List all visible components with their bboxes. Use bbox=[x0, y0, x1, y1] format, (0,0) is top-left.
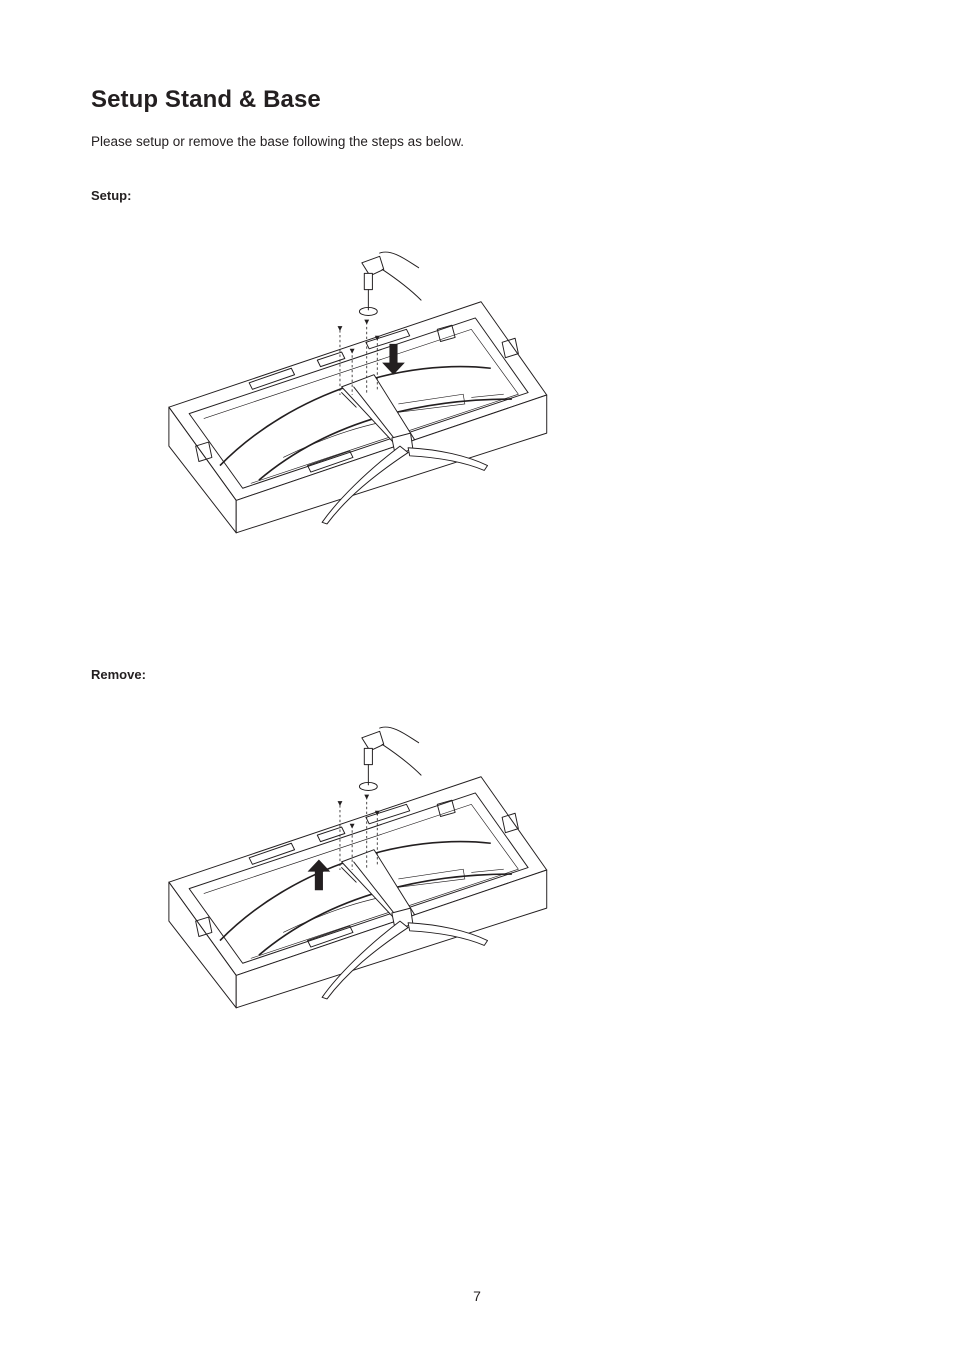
arrow-up-icon bbox=[307, 859, 331, 891]
page-title: Setup Stand & Base bbox=[91, 86, 321, 113]
screw-guides bbox=[337, 794, 380, 870]
foam-packaging-tray bbox=[168, 776, 548, 1009]
screwdriver-hand-icon bbox=[358, 251, 422, 317]
setup-heading: Setup: bbox=[91, 188, 132, 203]
remove-heading: Remove: bbox=[91, 667, 146, 682]
screwdriver-hand-icon bbox=[358, 726, 422, 792]
arrow-down-icon bbox=[382, 343, 405, 375]
stand-neck-and-base bbox=[321, 374, 489, 525]
remove-illustration bbox=[168, 726, 548, 1009]
stand-neck-and-base bbox=[321, 849, 489, 1000]
screw-guides bbox=[337, 319, 380, 395]
setup-illustration bbox=[168, 251, 548, 534]
intro-text: Please setup or remove the base followin… bbox=[91, 134, 464, 149]
page-number: 7 bbox=[473, 1288, 481, 1304]
foam-packaging-tray bbox=[168, 301, 548, 534]
